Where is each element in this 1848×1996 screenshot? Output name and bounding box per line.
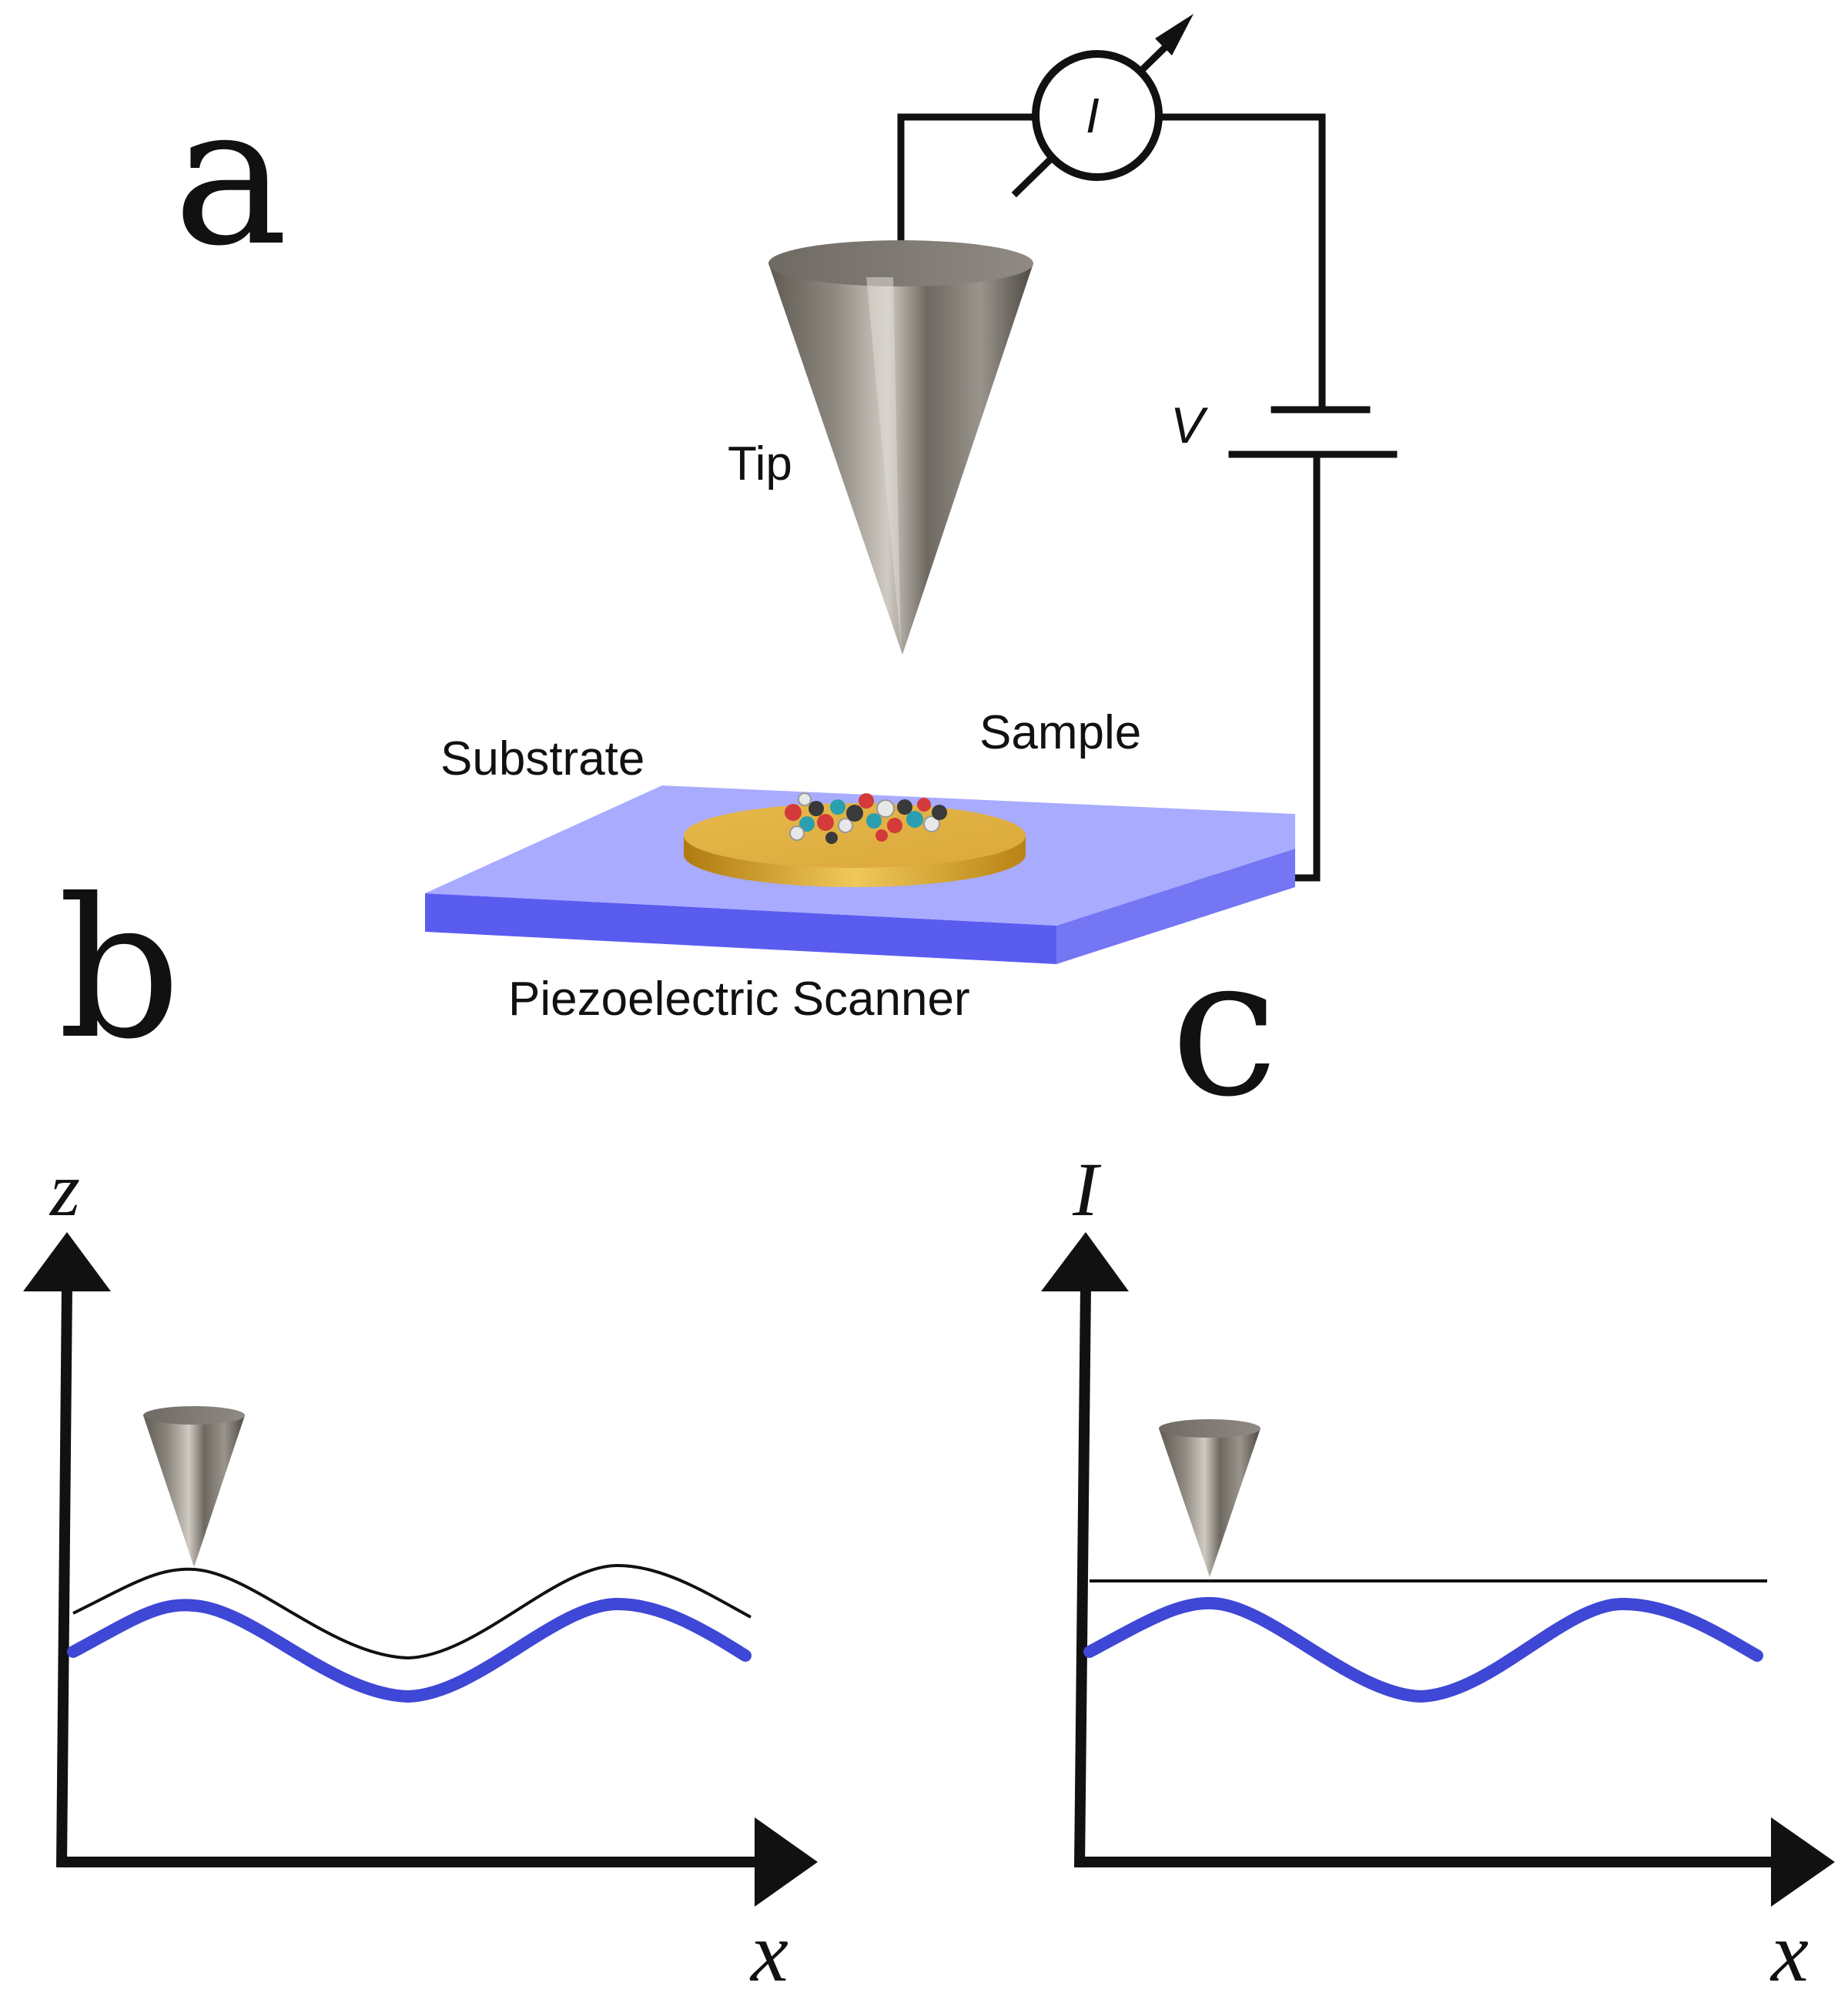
scanner-label: Piezoelectric Scanner [508,973,970,1026]
plot-c-y-arrow [1041,1232,1129,1291]
plot-b-y-label: z [49,1147,80,1232]
ammeter-arrow-head [1155,14,1194,55]
sample-label: Sample [979,706,1141,759]
voltage-label: V [1170,397,1209,454]
plot-b-tip-cone [143,1406,245,1567]
ammeter-circle [1032,50,1163,181]
plot-c-y-axis [1074,1285,1091,1868]
plot-c: I x [1041,1147,1835,1996]
plot-b: z x [23,1147,818,1996]
circuit: V I [897,14,1398,882]
panel-label-a: a [173,64,288,288]
plot-b-tip-trace [72,1563,752,1660]
plot-c-x-arrow [1771,1817,1835,1907]
tip-cone [768,240,1033,655]
panel-label-b: b [58,857,181,1081]
plot-b-y-axis [56,1285,72,1868]
ammeter: I [1011,14,1194,198]
circuit-wire-tip [897,113,1040,266]
plot-c-tip-cone [1159,1419,1260,1577]
substrate-label: Substrate [440,732,644,785]
tip-label: Tip [728,437,792,491]
plot-c-y-label: I [1072,1147,1102,1232]
circuit-wire-top-right [1157,113,1326,414]
plot-b-x-arrow [755,1817,818,1907]
ammeter-label: I [1086,88,1100,143]
panel-label-c: c [1170,915,1278,1139]
plot-b-surface-curve [67,1597,752,1703]
plot-b-x-label: x [749,1905,788,1996]
plot-b-y-arrow [23,1232,111,1291]
plot-c-surface-curve [1083,1596,1763,1703]
sample-molecule [785,792,947,844]
plot-c-x-label: x [1769,1905,1809,1996]
